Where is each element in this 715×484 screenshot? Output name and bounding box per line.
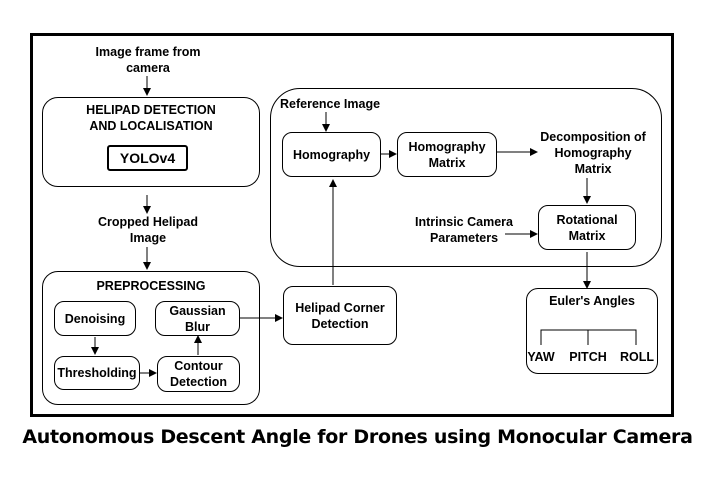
- cropped-helipad-label: Cropped Helipad Image: [97, 215, 198, 245]
- preprocessing-title: PREPROCESSING: [96, 279, 206, 293]
- roll-label: ROLL: [619, 350, 655, 364]
- gaussian-blur-box: Gaussian Blur: [155, 301, 240, 336]
- image-frame-label: Image frame from camera: [95, 45, 201, 75]
- yaw-label: YAW: [527, 350, 555, 364]
- homography-matrix-box: Homography Matrix: [397, 132, 497, 177]
- preprocessing-group: [42, 271, 260, 405]
- rotational-matrix-box: Rotational Matrix: [538, 205, 636, 250]
- homography-group: [270, 88, 662, 267]
- helipad-detection-title: HELIPAD DETECTION AND LOCALISATION: [86, 103, 216, 133]
- thresholding-box: Thresholding: [54, 356, 140, 390]
- denoising-box: Denoising: [54, 301, 136, 336]
- decomposition-label: Decomposition of Homography Matrix: [540, 130, 646, 176]
- yolo-box: YOLOv4: [107, 145, 188, 171]
- euler-angles-group: [526, 288, 658, 374]
- euler-branch-lines: [540, 329, 637, 345]
- homography-box: Homography: [282, 132, 381, 177]
- contour-detection-box: Contour Detection: [157, 356, 240, 392]
- pitch-label: PITCH: [569, 350, 607, 364]
- reference-image-label: Reference Image: [280, 97, 381, 111]
- helipad-corner-detection-box: Helipad Corner Detection: [283, 286, 397, 345]
- diagram-caption: Autonomous Descent Angle for Drones usin…: [22, 426, 693, 448]
- helipad-detection-group: [42, 97, 260, 187]
- diagram-frame: [30, 33, 674, 417]
- euler-angles-title: Euler's Angles: [549, 294, 635, 308]
- intrinsic-camera-label: Intrinsic Camera Parameters: [415, 215, 513, 245]
